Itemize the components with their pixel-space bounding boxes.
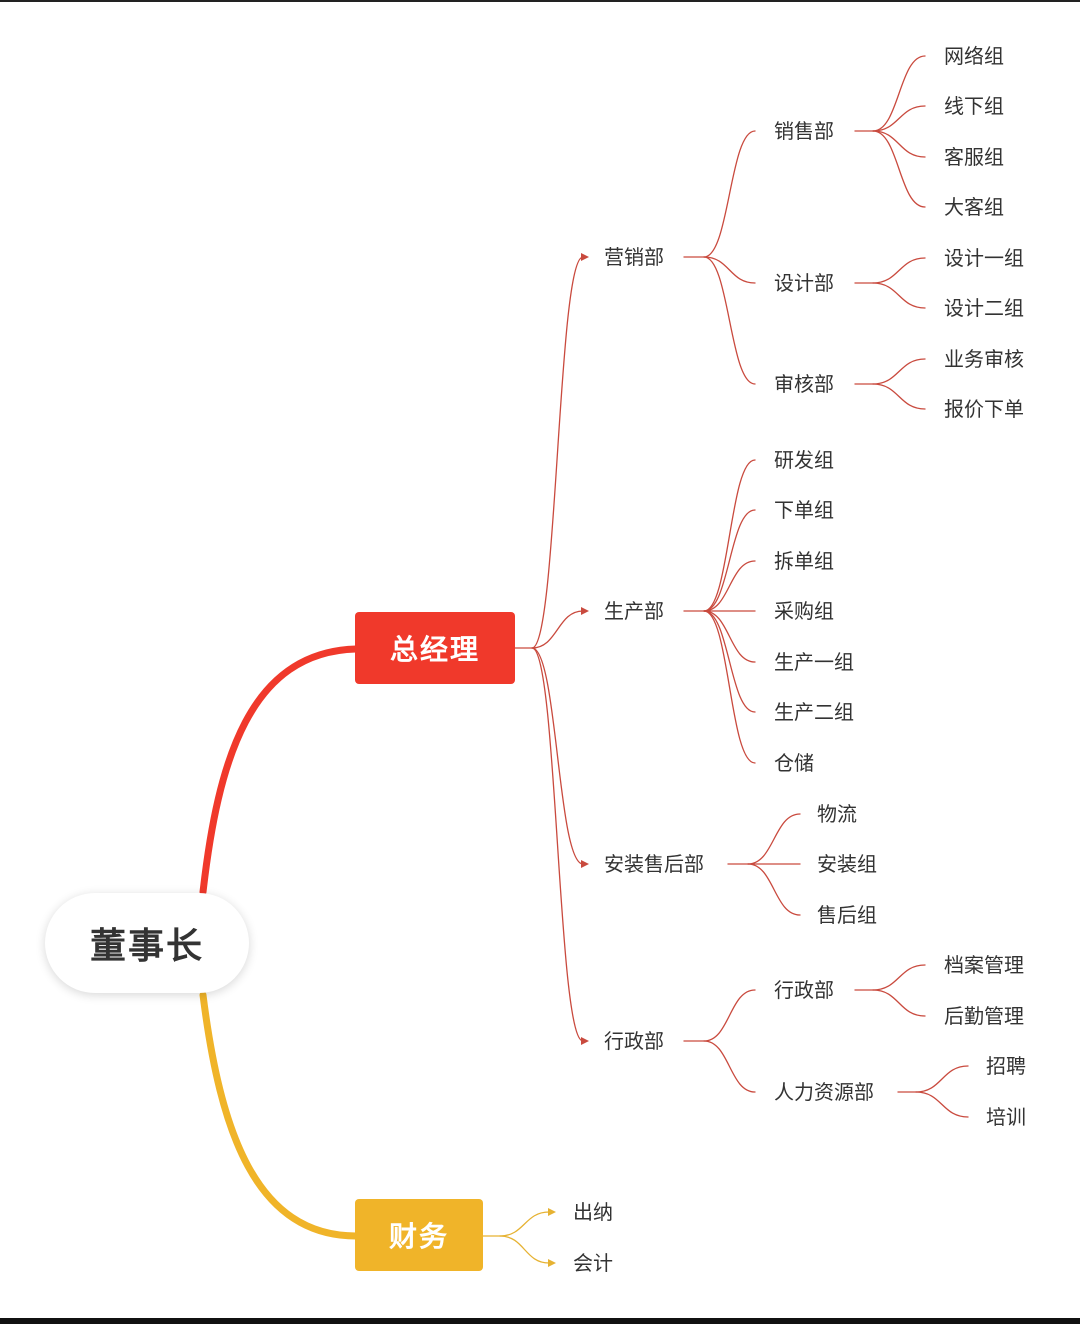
node-order-group[interactable]: 下单组 xyxy=(774,498,834,522)
link-33 xyxy=(747,813,801,865)
node-accounting[interactable]: 会计 xyxy=(573,1251,613,1275)
node-customer-service-group[interactable]: 客服组 xyxy=(944,145,1004,169)
link-19 xyxy=(872,257,926,284)
link-26 xyxy=(703,509,756,612)
node-logistics[interactable]: 物流 xyxy=(817,802,857,826)
link-16 xyxy=(872,130,926,158)
node-cashier[interactable]: 出纳 xyxy=(573,1200,613,1224)
node-rnd-group[interactable]: 研发组 xyxy=(774,448,834,472)
link-44 xyxy=(915,1091,969,1118)
node-design-group-2[interactable]: 设计二组 xyxy=(944,296,1024,320)
node-purchasing-group[interactable]: 采购组 xyxy=(774,599,834,623)
link-35 xyxy=(747,863,801,916)
node-recruitment[interactable]: 招聘 xyxy=(986,1054,1026,1078)
link-38 xyxy=(703,1040,756,1093)
node-training[interactable]: 培训 xyxy=(986,1105,1026,1129)
link-48 xyxy=(499,1235,550,1264)
node-admin-subdept[interactable]: 行政部 xyxy=(774,978,834,1002)
link-30 xyxy=(703,610,756,713)
link-1 xyxy=(531,256,584,649)
node-warehouse[interactable]: 仓储 xyxy=(774,751,814,775)
link-arrow-49 xyxy=(548,1259,556,1267)
link-3 xyxy=(531,610,584,649)
link-arrow-2 xyxy=(581,253,589,261)
link-29 xyxy=(703,610,756,663)
node-finance[interactable]: 财务 xyxy=(355,1199,483,1271)
link-arrow-6 xyxy=(581,860,589,868)
link-arrow-47 xyxy=(548,1208,556,1216)
node-general-manager[interactable]: 总经理 xyxy=(355,612,515,684)
node-logistics-management[interactable]: 后勤管理 xyxy=(944,1004,1024,1028)
node-production-group-1[interactable]: 生产一组 xyxy=(774,650,854,674)
link-17 xyxy=(872,130,926,208)
link-arrow-8 xyxy=(581,1037,589,1045)
node-marketing-dept[interactable]: 营销部 xyxy=(604,245,664,269)
link-15 xyxy=(872,105,926,132)
node-admin-dept[interactable]: 行政部 xyxy=(604,1029,664,1053)
node-hr-dept[interactable]: 人力资源部 xyxy=(774,1080,874,1104)
link-7 xyxy=(531,647,584,1042)
link-12 xyxy=(703,256,756,385)
frame-bottom-border xyxy=(0,1318,1080,1324)
link-46 xyxy=(499,1211,550,1237)
node-production-group-2[interactable]: 生产二组 xyxy=(774,700,854,724)
link-arrow-4 xyxy=(581,607,589,615)
node-quote-order[interactable]: 报价下单 xyxy=(944,397,1024,421)
link-40 xyxy=(872,964,926,991)
frame-top-border xyxy=(0,0,1080,2)
node-business-review[interactable]: 业务审核 xyxy=(944,347,1024,371)
link-10 xyxy=(703,130,756,258)
node-archive-management[interactable]: 档案管理 xyxy=(944,953,1024,977)
node-online-group[interactable]: 网络组 xyxy=(944,44,1004,68)
link-root-to-gm xyxy=(199,645,360,896)
node-install-aftersales-dept[interactable]: 安装售后部 xyxy=(604,852,704,876)
root-node-chairman[interactable]: 董事长 xyxy=(45,893,249,993)
node-sales-dept[interactable]: 销售部 xyxy=(774,119,834,143)
root-node-label: 董事长 xyxy=(89,926,204,967)
link-43 xyxy=(915,1065,969,1093)
link-22 xyxy=(872,358,926,385)
link-31 xyxy=(703,610,756,764)
link-11 xyxy=(703,256,756,284)
link-20 xyxy=(872,282,926,309)
link-37 xyxy=(703,989,756,1042)
node-install-group[interactable]: 安装组 xyxy=(817,852,877,876)
node-offline-group[interactable]: 线下组 xyxy=(944,94,1004,118)
node-key-account-group[interactable]: 大客组 xyxy=(944,195,1004,219)
node-design-dept[interactable]: 设计部 xyxy=(774,271,834,295)
link-25 xyxy=(703,459,756,612)
node-review-dept[interactable]: 审核部 xyxy=(774,372,834,396)
general-manager-label: 总经理 xyxy=(389,633,480,666)
link-41 xyxy=(872,989,926,1017)
link-root-to-finance xyxy=(199,991,360,1240)
node-production-dept[interactable]: 生产部 xyxy=(604,599,664,623)
link-5 xyxy=(531,647,584,865)
node-aftersales-group[interactable]: 售后组 xyxy=(817,903,877,927)
link-27 xyxy=(703,560,756,612)
link-23 xyxy=(872,383,926,410)
node-split-order-group[interactable]: 拆单组 xyxy=(774,549,834,573)
finance-label: 财务 xyxy=(388,1220,449,1253)
node-design-group-1[interactable]: 设计一组 xyxy=(944,246,1024,270)
link-14 xyxy=(872,55,926,132)
